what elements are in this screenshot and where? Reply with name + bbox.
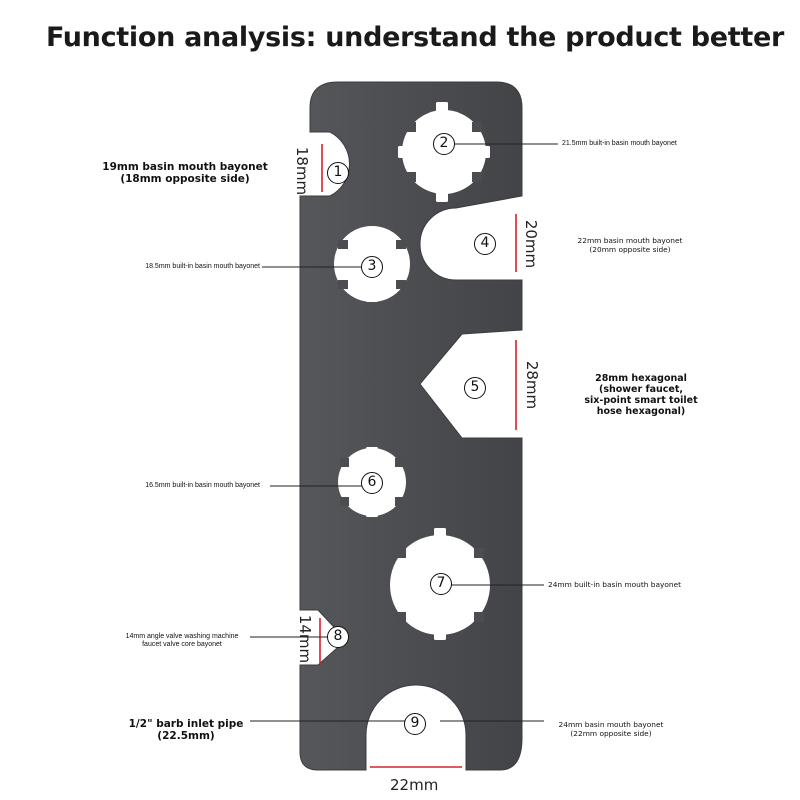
wrench-body — [299, 81, 523, 771]
label-hole-4-line2: (20mm opposite side) — [589, 244, 671, 254]
label-hole-1: 19mm basin mouth bayonet (18mm opposite … — [96, 161, 274, 185]
label-hole-8-line2: faucet valve core bayonet — [142, 641, 222, 649]
marker-6: 6 — [361, 472, 383, 494]
label-hole-5-line4: hose hexagonal) — [596, 405, 686, 417]
label-hole-1-line1: 19mm basin mouth bayonet — [102, 161, 268, 173]
label-hole-8-line1: 14mm angle valve washing machine — [125, 633, 239, 640]
label-hole-9-line2: (22.5mm) — [157, 730, 215, 743]
marker-3: 3 — [361, 256, 383, 278]
marker-8: 8 — [327, 626, 349, 648]
label-hole-9-right-line2: (22mm opposite side) — [570, 728, 652, 738]
label-hole-9-right: 24mm basin mouth bayonet (22mm opposite … — [546, 720, 676, 738]
marker-1: 1 — [327, 162, 349, 184]
dimension-28mm: 28mm — [523, 360, 542, 410]
marker-2: 2 — [433, 133, 455, 155]
marker-7: 7 — [430, 573, 452, 595]
label-hole-1-line2: (18mm opposite side) — [120, 173, 250, 186]
leader-lines — [250, 143, 558, 722]
label-hole-5-line1: 28mm hexagonal — [595, 373, 687, 384]
page-title: Function analysis: understand the produc… — [45, 22, 785, 53]
label-hole-5: 28mm hexagonal (shower faucet, six-point… — [566, 373, 716, 418]
label-hole-9: 1/2" barb inlet pipe (22.5mm) — [106, 718, 266, 742]
label-hole-4: 22mm basin mouth bayonet (20mm opposite … — [570, 236, 690, 254]
dimension-lines — [319, 144, 517, 768]
dimension-14mm: 14mm — [296, 614, 315, 664]
label-hole-4-line1: 22mm basin mouth bayonet — [577, 236, 683, 245]
marker-4: 4 — [474, 233, 496, 255]
label-hole-2: 21.5mm built-in basin mouth bayonet — [562, 140, 677, 147]
label-hole-7: 24mm built-in basin mouth bayonet — [548, 580, 682, 589]
label-hole-5-line2: (shower faucet, — [598, 383, 684, 395]
label-hole-9-line1: 1/2" barb inlet pipe — [128, 718, 244, 730]
dimension-22mm: 22mm — [390, 776, 439, 794]
marker-9: 9 — [404, 713, 426, 735]
label-hole-9-right-line1: 24mm basin mouth bayonet — [558, 720, 664, 729]
dimension-20mm: 20mm — [522, 219, 541, 269]
dimension-18mm: 18mm — [293, 146, 312, 196]
label-hole-3: 18.5mm built-in basin mouth bayonet — [145, 263, 260, 270]
label-hole-5-line3: six-point smart toilet — [584, 394, 698, 406]
marker-5: 5 — [464, 377, 486, 399]
hole-teeth — [338, 122, 484, 622]
label-hole-8: 14mm angle valve washing machine faucet … — [112, 633, 252, 649]
label-hole-6: 16.5mm built-in basin mouth bayonet — [145, 482, 260, 489]
